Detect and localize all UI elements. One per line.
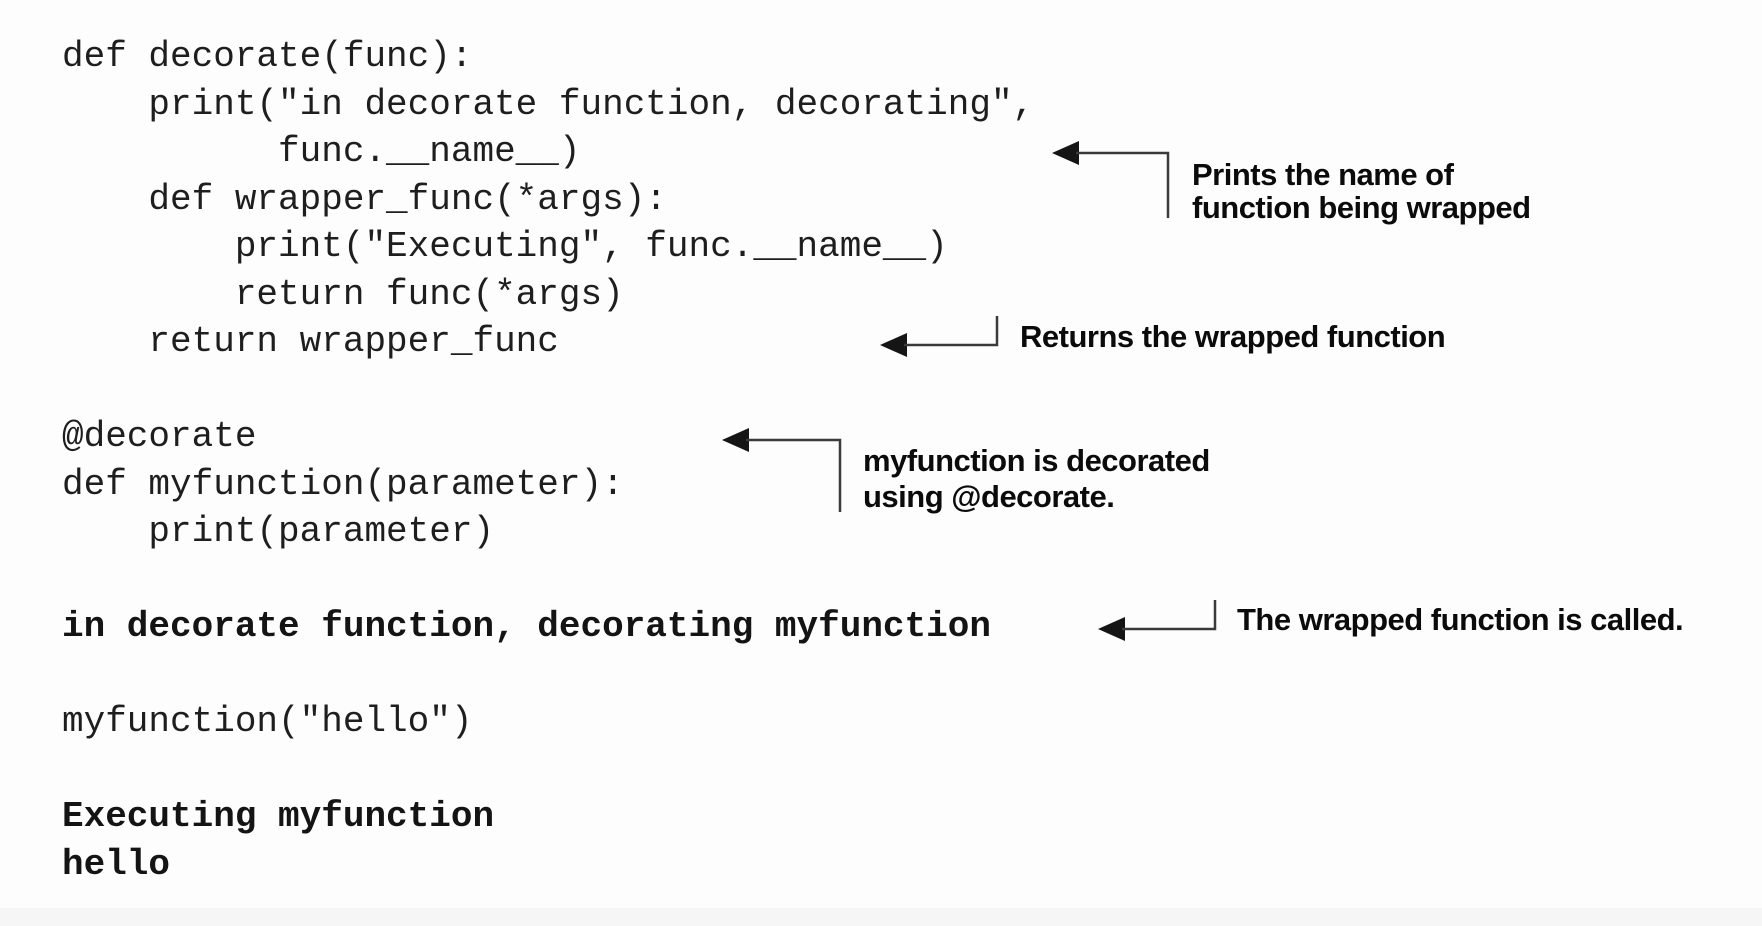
annotation-decorated: myfunction is decorated using @decorate. bbox=[863, 443, 1210, 515]
code-line: print(parameter) bbox=[62, 511, 495, 552]
code-line: return func(*args) bbox=[62, 273, 624, 315]
left-arrow-icon bbox=[1052, 141, 1170, 218]
code-line: print("Executing", func.__name__) bbox=[62, 226, 948, 267]
annotation-text-line: myfunction is decorated bbox=[863, 443, 1210, 478]
code-line: def decorate(func): bbox=[62, 36, 473, 77]
annotation-text-line: using @decorate. bbox=[863, 479, 1115, 514]
annotation-wrapped-called: The wrapped function is called. bbox=[1237, 602, 1684, 637]
code-line: @decorate bbox=[62, 416, 257, 457]
code-block: def decorate(func): print("in decorate f… bbox=[62, 33, 1034, 888]
annotation-prints-name: Prints the name of function being wrappe… bbox=[1192, 158, 1531, 224]
code-line: print("in decorate function, decorating"… bbox=[62, 83, 1035, 125]
code-output-line: Executing myfunction bbox=[62, 796, 495, 837]
code-line: def myfunction(parameter): bbox=[62, 463, 624, 505]
code-line: def wrapper_func(*args): bbox=[62, 178, 667, 220]
code-line: return wrapper_func bbox=[62, 321, 559, 362]
code-line-blank bbox=[62, 746, 1034, 794]
annotation-returns-wrapped: Returns the wrapped function bbox=[1020, 319, 1446, 354]
code-output-line: hello bbox=[62, 843, 171, 885]
annotation-text-line: function being wrapped bbox=[1192, 190, 1531, 225]
code-line: func.__name__) bbox=[62, 131, 581, 172]
code-line-blank bbox=[62, 556, 1034, 604]
left-arrow-icon bbox=[1098, 600, 1217, 641]
page-bottom-strip bbox=[0, 908, 1762, 926]
code-line-blank bbox=[62, 366, 1034, 414]
annotation-text-line: The wrapped function is called. bbox=[1237, 602, 1684, 637]
annotation-text-line: Returns the wrapped function bbox=[1020, 319, 1446, 354]
code-output-line: in decorate function, decorating myfunct… bbox=[62, 606, 991, 647]
code-line: myfunction("hello") bbox=[62, 701, 473, 742]
code-line-blank bbox=[62, 651, 1034, 699]
annotation-text-line: Prints the name of bbox=[1192, 157, 1454, 192]
